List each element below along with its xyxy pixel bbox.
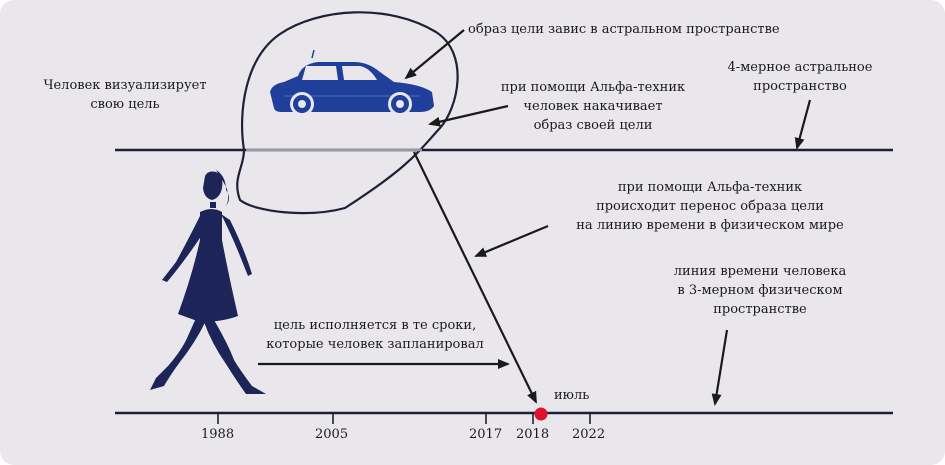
arrow-alpha-pump	[428, 104, 509, 127]
arrow-astral-4d	[794, 99, 812, 150]
car-icon	[270, 49, 434, 116]
label-alpha-pump-line2: человек накачивает	[523, 99, 663, 114]
year-label-2018: 2018	[516, 427, 550, 442]
woman-silhouette-icon	[150, 170, 266, 394]
label-goal-hangs: образ цели завис в астральном пространст…	[468, 20, 780, 39]
year-label-2017: 2017	[469, 427, 503, 442]
year-label-2005: 2005	[315, 427, 349, 442]
label-fulfilled-line1: цель исполняется в те сроки,	[273, 318, 477, 333]
label-transfer: при помощи Альфа-техник происходит перен…	[560, 178, 860, 235]
label-alpha-pump-line1: при помощи Альфа-техник	[500, 80, 686, 95]
label-fulfilled-line2: которые человек запланировал	[266, 337, 484, 352]
label-visualize-line1: Человек визуализирует	[43, 78, 207, 93]
year-ticks	[217, 413, 591, 424]
label-fulfilled: цель исполняется в те сроки, которые чел…	[250, 316, 500, 354]
arrow-timeline-3d	[711, 329, 729, 406]
label-astral-4d-line2: пространство	[753, 79, 847, 94]
label-alpha-pump: при помощи Альфа-техник человек накачива…	[478, 78, 708, 135]
label-timeline-3d: линия времени человека в 3-мерном физиче…	[660, 262, 860, 319]
arrow-goal-hangs	[404, 29, 465, 80]
label-timeline-3d-line2: в 3-мерном физическом	[677, 283, 843, 298]
label-timeline-3d-line3: пространстве	[713, 302, 807, 317]
label-transfer-line3: на линию времени в физическом мире	[576, 218, 844, 233]
label-visualize-line2: свою цель	[90, 97, 160, 112]
label-alpha-pump-line3: образ своей цели	[533, 118, 653, 133]
label-month-text: июль	[554, 388, 590, 403]
label-month: июль	[554, 386, 589, 405]
label-timeline-3d-line1: линия времени человека	[673, 264, 847, 279]
year-label-2022: 2022	[572, 427, 606, 442]
arrow-goal-to-timeline	[413, 151, 537, 404]
arrow-transfer-label	[474, 224, 549, 258]
label-astral-4d: 4-мерное астральное пространство	[710, 58, 890, 96]
label-visualize: Человек визуализирует свою цель	[30, 76, 220, 114]
label-goal-hangs-line1: образ цели завис в астральном пространст…	[468, 22, 780, 37]
thought-bubble	[236, 11, 459, 215]
marker-dot	[534, 407, 548, 421]
label-transfer-line1: при помощи Альфа-техник	[617, 180, 803, 195]
year-label-1988: 1988	[201, 427, 235, 442]
label-transfer-line2: происходит перенос образа цели	[596, 199, 824, 214]
label-astral-4d-line1: 4-мерное астральное	[727, 60, 873, 75]
